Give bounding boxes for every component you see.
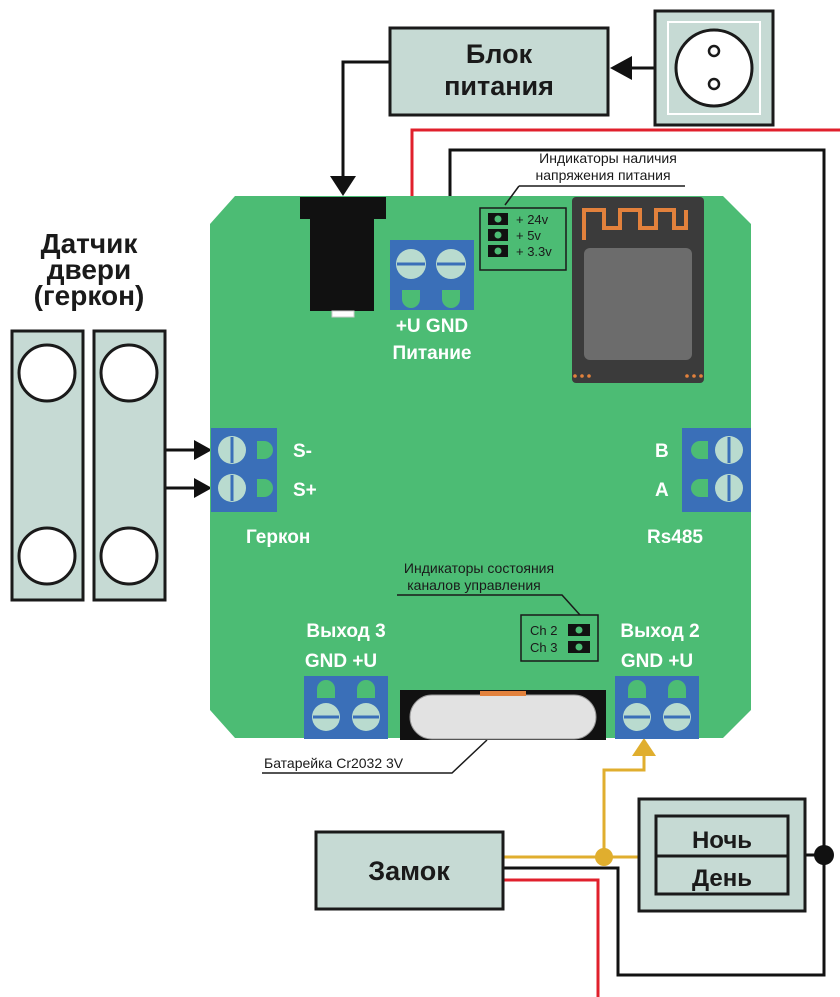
socket-face: [674, 28, 754, 108]
battery-tab: [480, 691, 526, 696]
dc-jack: [300, 197, 386, 219]
led-24v-dot: [494, 215, 502, 223]
power-supply-box: [388, 26, 610, 117]
wifi-pad-6: [699, 374, 703, 378]
channel-indicators-line2: каналов управления: [407, 577, 541, 593]
led-33v-dot: [494, 247, 502, 255]
battery-leader: [262, 739, 488, 774]
reed-right-top: [99, 343, 159, 403]
lock-label: Замок: [368, 856, 450, 886]
out3-hole-gnd: [317, 680, 335, 698]
rs485-terminal: [682, 428, 751, 512]
socket-hole-top: [707, 44, 721, 58]
psu-wire: [341, 60, 390, 178]
rs-hole-b: [691, 441, 708, 459]
red-wire-power: [410, 128, 840, 218]
night-label: Ночь: [692, 827, 752, 854]
sensor-title-line1: Датчик: [41, 228, 139, 259]
out2-pins: GND +U: [621, 651, 693, 672]
rs-b-label: B: [655, 441, 669, 462]
power-indicators-line1: Индикаторы наличия: [539, 150, 677, 166]
sensor-title-line3: (геркон): [34, 280, 145, 311]
power-indicators-leader: [504, 185, 685, 206]
out3-title: Выход 3: [306, 621, 385, 642]
wifi-pad-5: [692, 374, 696, 378]
power-indicators-line2: напряжения питания: [535, 167, 670, 183]
gold-arrow: [632, 738, 656, 756]
channel-indicators-line1: Индикаторы состояния: [404, 560, 554, 576]
black-junction: [814, 845, 834, 865]
s-plus-label: S+: [293, 480, 317, 501]
power-hole-u: [402, 290, 420, 308]
rs485-caption: Rs485: [647, 527, 703, 548]
channel-indicators-leader: [397, 594, 581, 616]
power-caption: Питание: [393, 343, 472, 364]
dc-jack-pin: [331, 310, 355, 318]
ch3-label: Ch 3: [530, 640, 557, 655]
reed-caption: Геркон: [246, 527, 310, 548]
out2-title: Выход 2: [620, 621, 699, 642]
battery-label: Батарейка Cr2032 3V: [264, 755, 404, 771]
rs-a-label: A: [655, 480, 669, 501]
power-hole-gnd: [442, 290, 460, 308]
day-label: День: [692, 865, 752, 892]
ch2-label: Ch 2: [530, 623, 557, 638]
power-supply-line1: Блок: [466, 39, 533, 69]
reed-hole-minus: [257, 441, 273, 459]
wifi-pad-3: [587, 374, 591, 378]
red-wire-lock: [503, 878, 600, 997]
socket-hole-bottom: [707, 77, 721, 91]
sensor-title-line2: двери: [47, 254, 132, 285]
wifi-pad-4: [685, 374, 689, 378]
power-pins-label: +U GND: [396, 316, 468, 337]
power-led-box: [479, 207, 567, 271]
antenna-icon: [582, 208, 688, 240]
wifi-pad-1: [573, 374, 577, 378]
out2-hole-u: [668, 680, 686, 698]
socket-arrow: [610, 56, 632, 80]
reed-arrow-1: [194, 440, 212, 460]
out3-hole-u: [357, 680, 375, 698]
s-minus-label: S-: [293, 441, 312, 462]
ch2-led-dot: [575, 626, 583, 634]
out2-hole-gnd: [628, 680, 646, 698]
rs-hole-a: [691, 479, 708, 497]
lock-box: [314, 830, 505, 911]
gold-wire-up: [602, 752, 646, 857]
reed-left-top: [17, 343, 77, 403]
led-5v-dot: [494, 231, 502, 239]
wifi-pad-2: [580, 374, 584, 378]
gold-junction: [595, 848, 613, 866]
channel-led-box: [520, 614, 599, 662]
led-33v-label: + 3.3v: [516, 244, 552, 259]
reed-left-bottom: [17, 526, 77, 586]
out3-pins: GND +U: [305, 651, 377, 672]
dc-jack-body: [310, 215, 374, 311]
power-supply-line2: питания: [444, 71, 554, 101]
led-24v-label: + 24v: [516, 212, 549, 227]
ch3-led-dot: [575, 643, 583, 651]
reed-right-bottom: [99, 526, 159, 586]
black-wire-gnd: [448, 148, 826, 855]
led-5v-label: + 5v: [516, 228, 541, 243]
reed-terminal: [211, 428, 277, 512]
reed-arrow-2: [194, 478, 212, 498]
wifi-chip: [584, 248, 692, 360]
reed-hole-plus: [257, 479, 273, 497]
battery-cell: [409, 694, 597, 740]
psu-arrow: [330, 176, 356, 196]
